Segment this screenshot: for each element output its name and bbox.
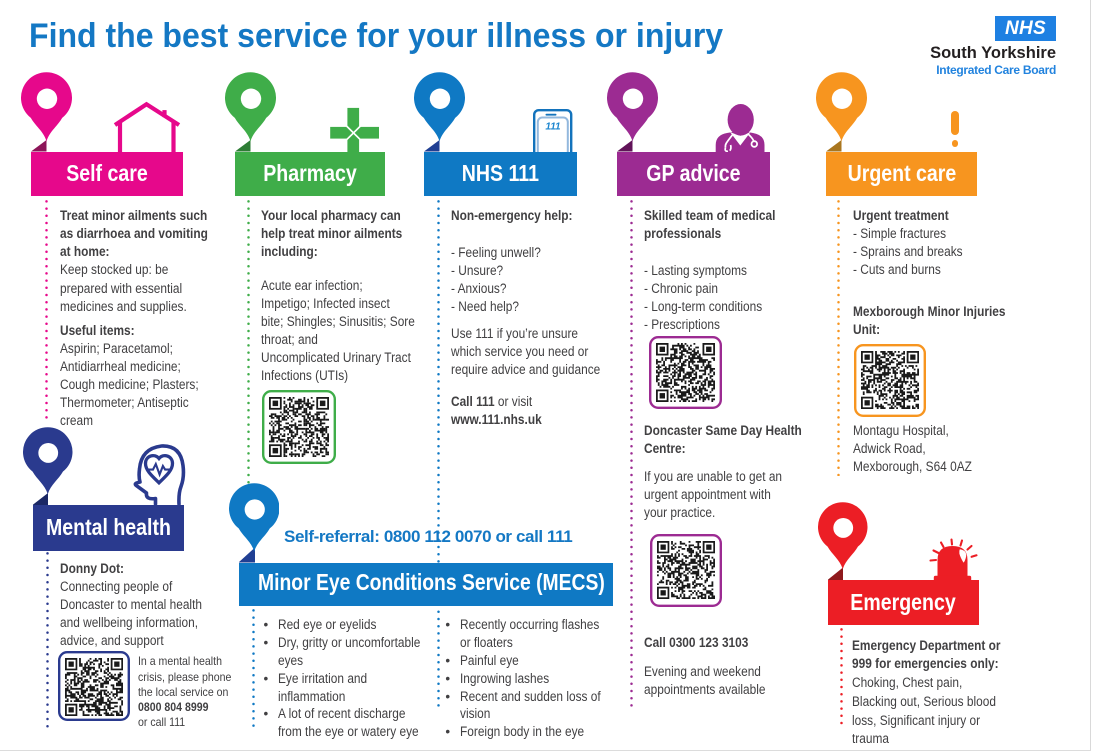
svg-text:111: 111 xyxy=(545,122,561,133)
